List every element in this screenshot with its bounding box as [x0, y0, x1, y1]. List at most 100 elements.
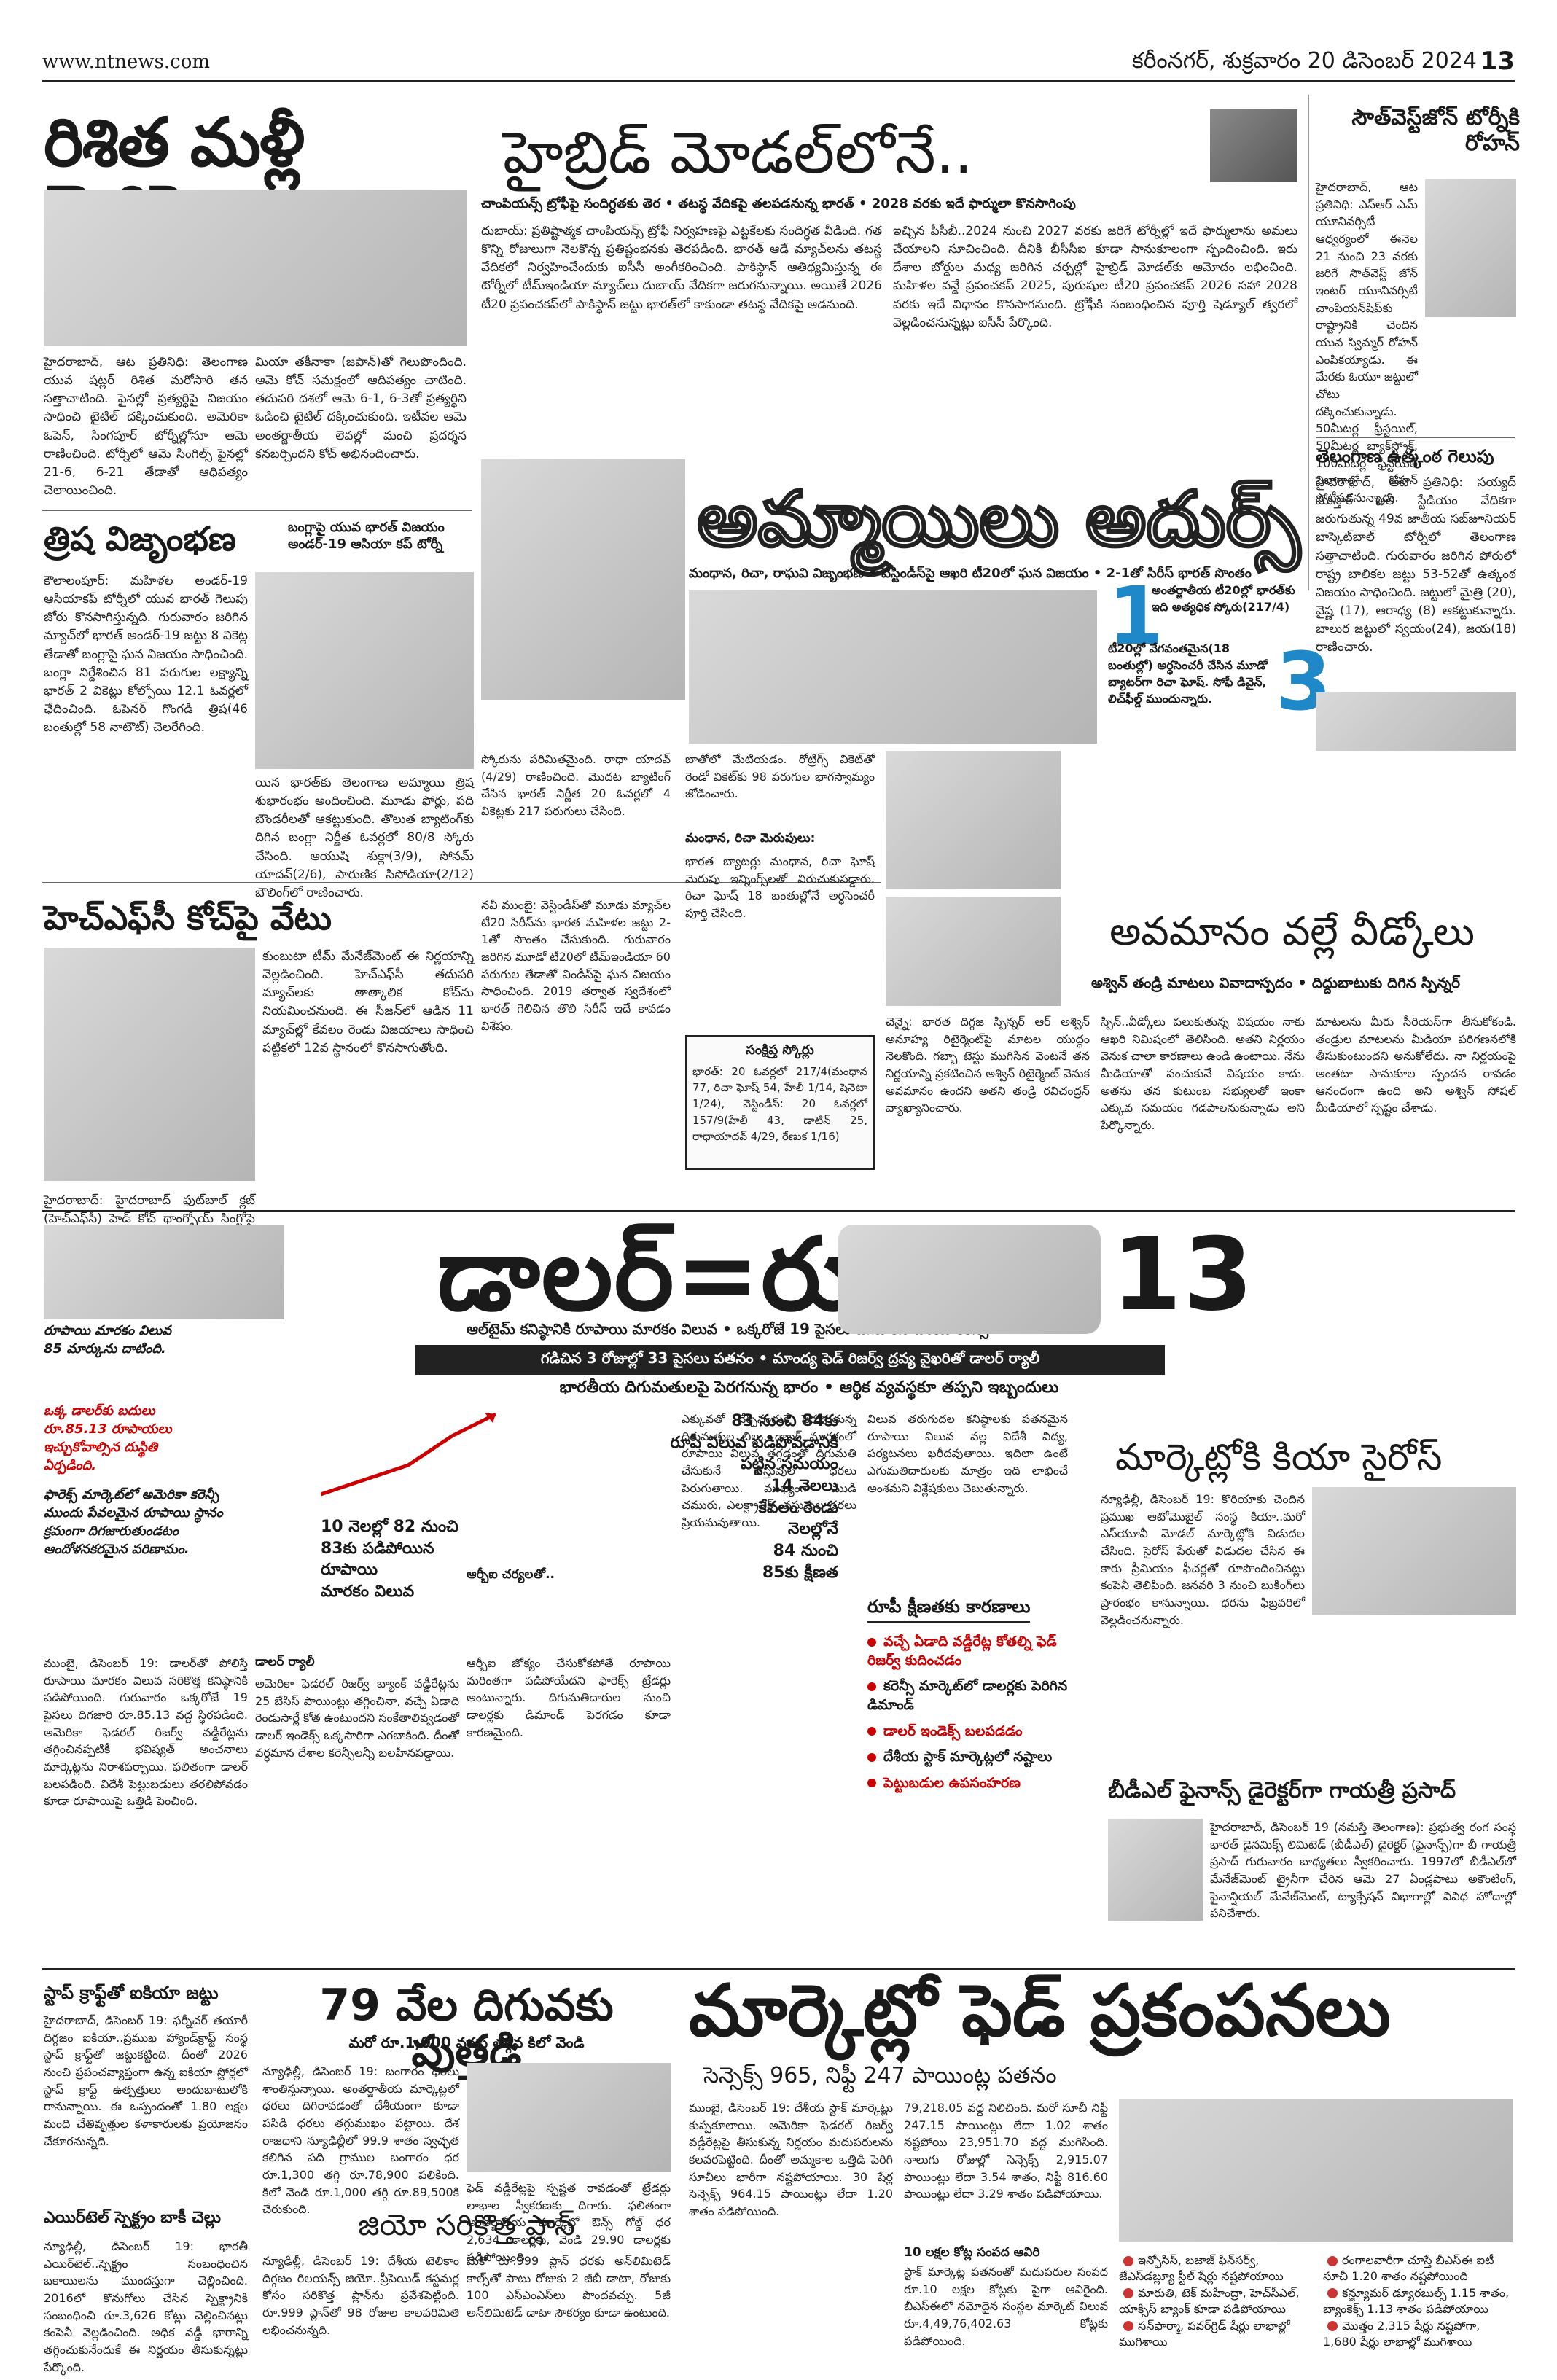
dollar-photo-left — [44, 1225, 284, 1319]
ammayilu-photo-left — [481, 459, 685, 700]
dollar-deck-2: గడిచిన 3 రోజుల్లో 33 పైసలు పతనం • మాంద్య… — [415, 1345, 1165, 1375]
dollar-stat-2-line-2: రూపీ విలువ పడిపోవడానికి — [670, 1433, 838, 1452]
telangana-headline: తెలంగాణ ఉత్కంఠ గెలుపు — [1316, 446, 1494, 467]
rishitha-photo — [44, 190, 467, 346]
kia-photo — [1312, 1487, 1516, 1615]
section-rule — [42, 1210, 1515, 1212]
dollar-body-2: అమెరికా ఫెడరల్ రిజర్వ్ బ్యాంక్ వడ్డీరేట్… — [255, 1677, 459, 1760]
dollar-stat-1: 10 నెలల్లో 82 నుంచి 83కు పడిపోయిన రూపాయి… — [321, 1516, 458, 1603]
page-number: 13 — [1480, 47, 1515, 76]
hca-headline: హెచ్‌ఎఫ్‌సీ కోచ్‌పై వేటు — [44, 898, 332, 937]
ammayilu-body-3: భారత బ్యాటర్లు మంధాన, రిచా ఘోష్ మెరుపు ఇ… — [685, 854, 875, 921]
cause-text: దేశీయ స్టాక్ మార్కెట్లలో నష్టాలు — [883, 1749, 1053, 1766]
kia-headline: మార్కెట్లోకి కియా సైరోస్ — [1115, 1436, 1443, 1478]
dollar-deck-3: భారతీయ దిగుమతులపై పెరగనున్న భారం • ఆర్థి… — [559, 1378, 1059, 1397]
rohan-headline: సౌత్‌వెస్ట్‌జోన్ టోర్నీకి రోహన్ — [1351, 105, 1520, 156]
cause-item: దేశీయ స్టాక్ మార్కెట్లలో నష్టాలు — [867, 1748, 1068, 1767]
avamanam-body: చెన్నై: భారత దిగ్గజ స్పిన్నర్ ఆర్ అశ్విన… — [886, 1015, 1090, 1115]
dollar-graph — [321, 1412, 497, 1497]
fact-1-number: 1 — [1108, 569, 1164, 663]
fed-headline: మార్కెట్లో ఫెడ్ ప్రకంపనలు — [689, 1970, 1391, 2053]
dollar-stat-1-line-3: రూపాయి — [321, 1561, 378, 1580]
kia-body: న్యూఢిల్లీ, డిసెంబర్ 19: కొరియాకు చెందిన… — [1101, 1492, 1305, 1627]
trisha-deck: బంగ్లాపై యువ భారత్ విజయం అండర్-19 ఆసియా … — [288, 520, 445, 553]
swap-headline: స్టాప్ క్రాఫ్ట్‌తో ఐకియా జట్టు — [44, 1983, 219, 2003]
avamanam-body-3: మాటలను మీరు సీరియస్‌గా తీసుకోకండి. తండ్ర… — [1316, 1015, 1516, 1115]
airtel-body: న్యూఢిల్లీ, డిసెంబర్ 19: భారతీ ఎయిర్‌టెల… — [44, 2239, 248, 2374]
dollar-body-4: ఎక్కువతో చేర్చినందుకే పెరుగుతున్న దిగుమత… — [682, 1412, 856, 1530]
trisha-photo — [255, 572, 474, 769]
hca-photo — [44, 948, 255, 1181]
bel-photo — [1108, 1819, 1203, 1921]
header-rule — [42, 80, 1515, 82]
avamanam-body-2: స్పిన్..వీడ్కోలు పలుకుతున్న విషయం నాకు ఆ… — [1101, 1015, 1305, 1133]
section-rule — [42, 882, 881, 883]
fed-bullet: మొత్తం 2,315 షేర్లు నష్టపోగా, 1,680 షేర్… — [1323, 2318, 1516, 2351]
fed-bullet-text: కన్జ్యూమర్ డ్యూరబుల్స్ 1.15 శాతం, బ్యాంక… — [1323, 2285, 1510, 2317]
ammayilu-headline: అమ్మాయిలు అదుర్స్ — [696, 475, 1301, 563]
dollar-stat-1-line-4: మారకం విలువ — [321, 1583, 415, 1601]
bel-body: హైదరాబాద్, డిసెంబర్ 19 (నమస్తే తెలంగాణ):… — [1210, 1820, 1516, 1921]
fed-bullet-text: రంగాలవారీగా చూస్తే బీఎస్‌ఈ ఐటీ సూచీ 1.20… — [1323, 2253, 1494, 2284]
dollar-illustration — [838, 1225, 1101, 1334]
dollar-stat-1-line-2: 83కు పడిపోయిన — [321, 1539, 434, 1558]
trisha-body-2: యిన భారత్‌కు తెలంగాణ అమ్మాయి త్రిష శుభార… — [255, 776, 474, 900]
causes-list: వచ్చే ఏడాది వడ్డీరేట్ల కోతల్ని ఫెడ్ రిజర… — [867, 1633, 1068, 1800]
hca-body-2: కుంబుటా టీమ్ మేనేజ్‌మెంట్ ఈ నిర్ణయాన్ని … — [262, 949, 474, 1056]
ammayilu-photo-right — [1316, 692, 1516, 751]
fed-bullet: ఇన్ఫోసిస్, బజాజ్ ఫిన్‌సర్వ్, జేఎస్‌డబ్ల్… — [1119, 2252, 1316, 2285]
dollar-stat-2-line-6: నెలల్లోనే — [787, 1520, 838, 1539]
dollar-side-quote: రూపాయి మారకం విలువ 85 మార్కును దాటింది. — [44, 1323, 171, 1357]
ammayilu-body: నవీ ముంబై: వెస్టిండీస్‌తో మూడు మ్యాచ్‌ల … — [481, 898, 671, 1033]
fed-bullet-text: మారుతి, టెక్ మహీంద్రా, హెచ్‌సీఎల్, యాక్స… — [1119, 2285, 1300, 2317]
avamanam-photo — [886, 897, 1061, 1006]
fed-bullet-text: సన్‌ఫార్మా, పవర్‌గ్రిడ్ షేర్లు లాభాల్లో … — [1119, 2318, 1290, 2349]
scorecard-title: సంక్షిప్త స్కోర్లు — [746, 1042, 814, 1058]
rohan-body: హైదరాబాద్, ఆట ప్రతినిధి: ఎస్‌ఆర్ ఎమ్ యూన… — [1316, 180, 1418, 505]
cause-text: పెట్టుబడుల ఉపసంహరణ — [883, 1774, 1021, 1791]
fed-deck: సెన్సెక్స్ 965, నిఫ్టీ 247 పాయింట్ల పతనం — [703, 2063, 1057, 2088]
dollar-side-red: ఒక్క డాలర్‌కు బదులు రూ.85.13 రూపాయలు ఇచ్… — [44, 1403, 172, 1473]
fed-bullet-text: ఇన్ఫోసిస్, బజాజ్ ఫిన్‌సర్వ్, జేఎస్‌డబ్ల్… — [1119, 2253, 1284, 2284]
ammayilu-deck: మంధాన, రిచా, రాఘవి విజృంభణ • వెస్టిండీస్… — [689, 566, 1252, 581]
fed-bullet-text: మొత్తం 2,315 షేర్లు నష్టపోగా, 1,680 షేర్… — [1323, 2318, 1480, 2349]
dollar-stat-2-line-3: పట్టిన సమయం — [741, 1455, 838, 1474]
causes-title: రూపీ క్షీణతకు కారణాలు — [867, 1596, 1031, 1623]
dollar-stat-2-line-4: 14 నెలలు — [770, 1477, 838, 1496]
cause-text: కరెన్సీ మార్కెట్‌లో డాలర్లకు పెరిగిన డిమ… — [867, 1678, 1068, 1713]
section-rule — [1316, 437, 1515, 438]
fed-photo — [1119, 2099, 1513, 2242]
section-rule — [42, 510, 472, 511]
fed-bullet: మారుతి, టెక్ మహీంద్రా, హెచ్‌సీఎల్, యాక్స… — [1119, 2285, 1316, 2318]
telangana-body: హైదరాబాద్, ఆట ప్రతినిధి: సయ్యద్ ముస్తాక్… — [1316, 475, 1516, 655]
trisha-headline: త్రిష విజృంభణ — [44, 519, 236, 558]
rishitha-body-2: మియా తకీనాకా (జపాన్)తో గెలుపొందింది. ఆమె… — [255, 355, 467, 461]
fed-sub-head: 10 లక్షల కోట్ల సంపద ఆవిరి — [904, 2245, 1040, 2260]
airtel-headline: ఎయిర్‌టెల్ స్పెక్ట్రం బాకీ చెల్లు — [44, 2209, 221, 2227]
hybrid-body: దుబాయ్: ప్రతిష్టాత్మక చాంపియన్స్ ట్రోఫీ … — [481, 224, 882, 312]
rohan-photo — [1425, 179, 1516, 317]
fed-body-2: 79,218.05 వద్ద నిలిచింది. మరో సూచీ నిఫ్ట… — [904, 2101, 1108, 2201]
fact-3-text: టీ20ల్లో వేగవంతమైన(18 బంతుల్లో) అర్ధసెంచ… — [1108, 641, 1268, 706]
dollar-stat-1-line-1: 10 నెలల్లో 82 నుంచి — [321, 1518, 458, 1536]
column-rule — [1308, 95, 1309, 590]
ammayilu-photo-center — [689, 590, 1097, 744]
scorecard-text: భారత్: 20 ఓవర్లలో 217/4(మంధాన 77, రిచా ఘ… — [692, 1065, 867, 1143]
hybrid-photo — [1210, 109, 1298, 182]
gold-body-2: ఫెడ్ వడ్డీరేట్లపై స్పష్టత రావడంతో ట్రేడర… — [467, 2181, 671, 2264]
dollar-body: ముంబై, డిసెంబర్ 19: డాలర్‌తో పోలిస్తే రూ… — [44, 1656, 248, 1809]
ammayilu-body-4: బాతోలో మేటియడం. రోట్రిగ్స్ వికెట్‌తో రెం… — [685, 752, 875, 801]
jio-headline: జియో సరికొత్త ప్లాన్ — [358, 2209, 575, 2242]
avamanam-headline: అవమానం వల్లే వీడ్కోలు — [1109, 908, 1475, 954]
fed-body-3: స్టాక్ మార్కెట్ల పతనంతో మదుపరుల సంపద రూ.… — [904, 2265, 1108, 2348]
section-rule — [42, 1968, 1515, 1970]
fed-bullet: కన్జ్యూమర్ డ్యూరబుల్స్ 1.15 శాతం, బ్యాంక… — [1323, 2285, 1516, 2318]
cause-text: డాలర్ ఇండెక్స్ బలపడడం — [883, 1722, 1023, 1739]
cause-text: వచ్చే ఏడాది వడ్డీరేట్ల కోతల్ని ఫెడ్ రిజర… — [867, 1634, 1057, 1669]
fed-bullets-2: రంగాలవారీగా చూస్తే బీఎస్‌ఈ ఐటీ సూచీ 1.20… — [1323, 2252, 1516, 2350]
cause-item: పెట్టుబడుల ఉపసంహరణ — [867, 1774, 1068, 1793]
gold-headline: 79 వేల దిగువకు పుత్తడి — [319, 1980, 614, 2077]
fed-bullet: సన్‌ఫార్మా, పవర్‌గ్రిడ్ షేర్లు లాభాల్లో … — [1119, 2318, 1316, 2351]
cause-item: కరెన్సీ మార్కెట్‌లో డాలర్లకు పెరిగిన డిమ… — [867, 1677, 1068, 1714]
dollar-body-2-head: డాలర్ ర్యాలీ — [255, 1655, 315, 1669]
